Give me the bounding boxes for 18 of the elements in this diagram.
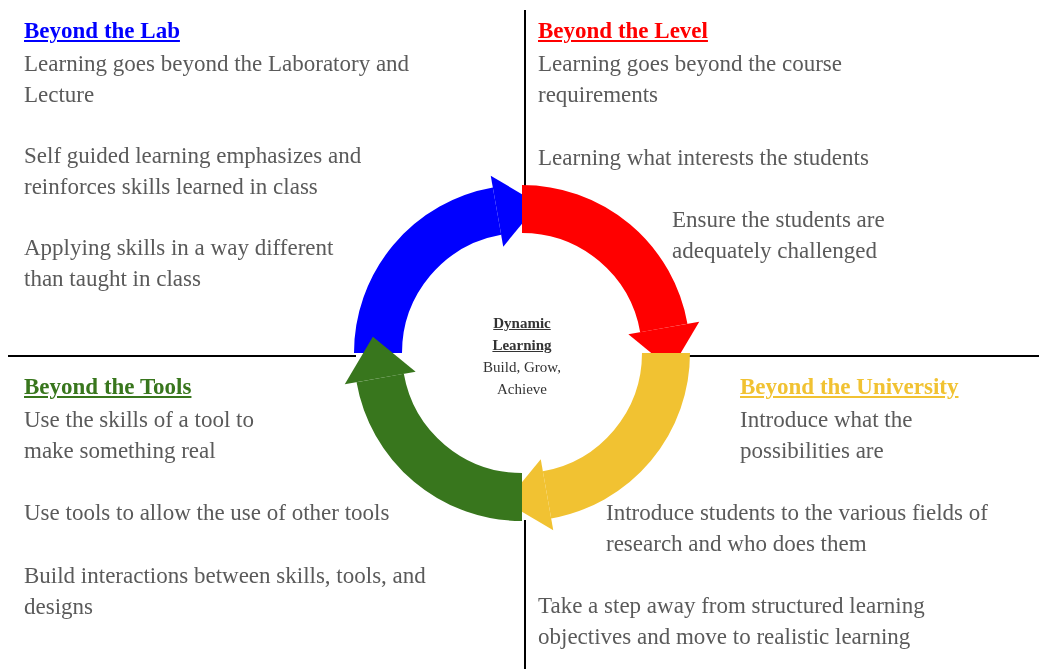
description-text: Take a step away from structured learning objectives and move to realistic learning <box>538 592 926 651</box>
description-text: Build interactions between skills, tools, and designs <box>24 562 427 621</box>
description-text: Introduce students to the various fields of research and who does them <box>606 499 989 558</box>
description-text: Ensure the students are adequately challenged <box>672 206 886 265</box>
description-text: Use the skills of a tool to make something real <box>24 406 255 465</box>
center-subtitle: Build, Grow, Achieve <box>482 358 562 399</box>
description-text: Learning goes beyond the Laboratory and Lecture <box>24 50 411 109</box>
description-text: Learning what interests the students <box>538 144 870 172</box>
description-text: Use tools to allow the use of other tools <box>24 499 391 527</box>
section-heading: Beyond the University <box>740 373 959 401</box>
description-text: Introduce what the possibilities are <box>740 406 914 465</box>
description-text: Learning goes beyond the course requirements <box>538 50 843 109</box>
center-title: Dynamic Learning <box>491 314 553 355</box>
section-heading: Beyond the Tools <box>24 373 192 401</box>
description-text: Applying skills in a way different than taught in class <box>24 234 335 293</box>
section-heading: Beyond the Level <box>538 17 708 45</box>
description-text: Self guided learning emphasizes and reinforces skills learned in class <box>24 142 363 201</box>
section-heading: Beyond the Lab <box>24 17 180 45</box>
